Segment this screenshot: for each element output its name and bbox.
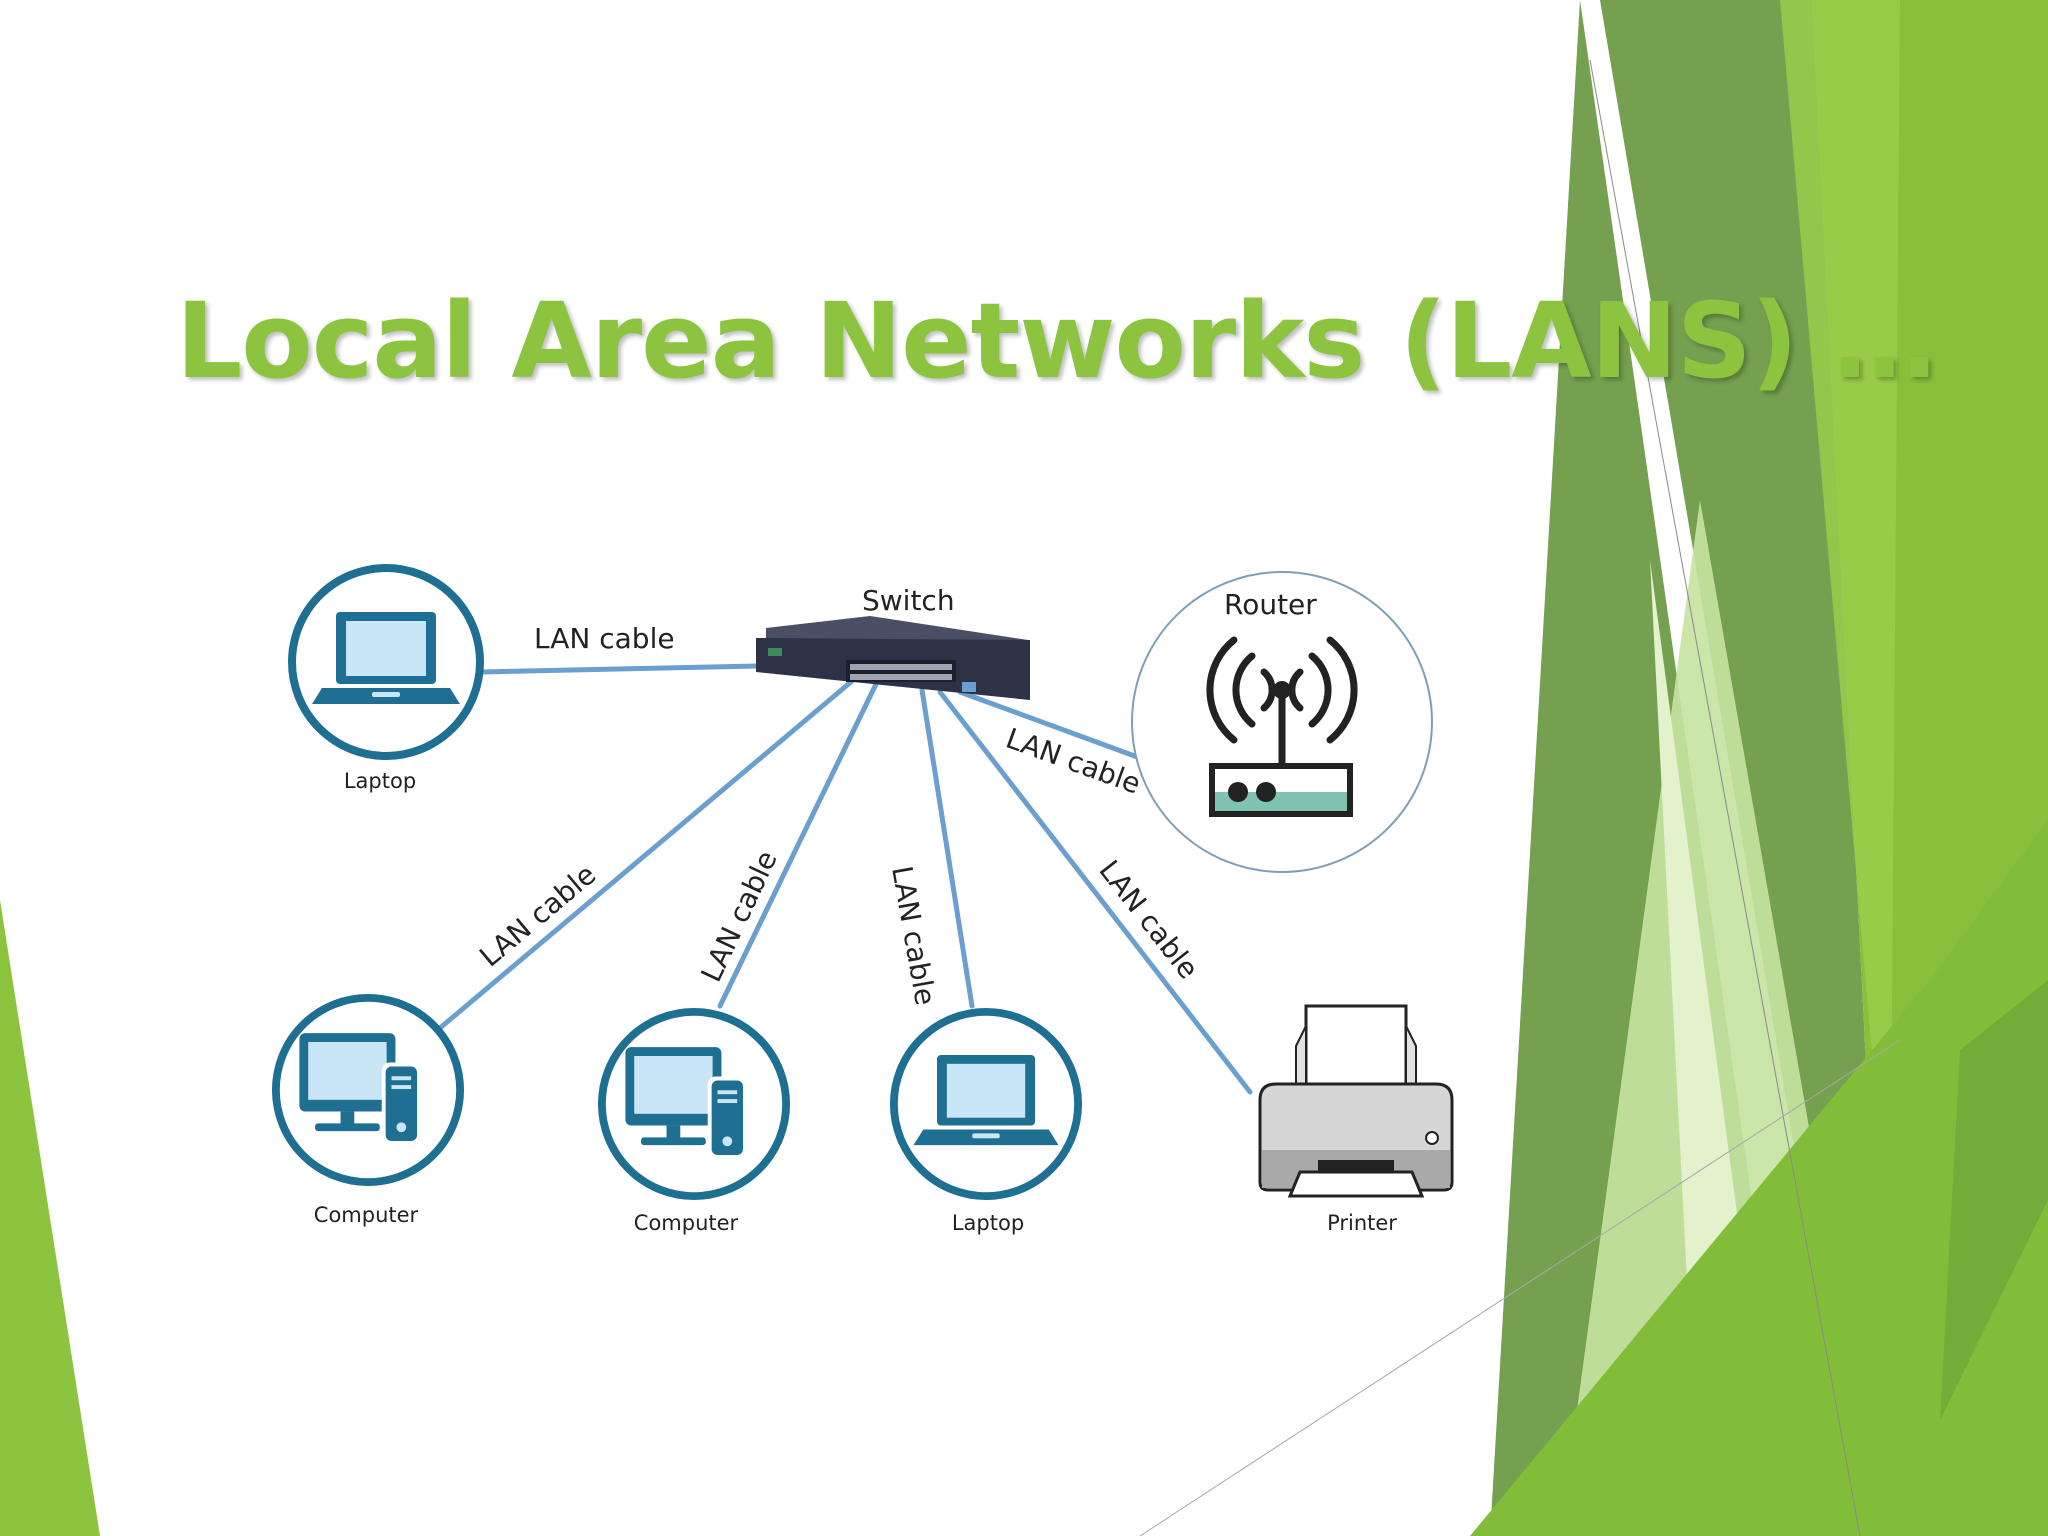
cable-laptop-2 — [919, 687, 975, 1009]
network-switch-icon — [756, 616, 1030, 700]
right-decoration — [1139, 0, 2048, 1536]
device-label-laptop-2: Laptop — [952, 1211, 1024, 1235]
cable-label-computer-1: LAN cable — [473, 858, 602, 974]
thin-line-2 — [1139, 1039, 1901, 1536]
switch-label: Switch — [862, 584, 955, 617]
thin-line-1 — [1589, 59, 1861, 1536]
mid-green-shard — [1470, 820, 2048, 1536]
green-band-3 — [1780, 0, 1900, 1260]
device-label-computer-2: Computer — [634, 1211, 739, 1235]
cable-label-laptop-2: LAN cable — [885, 863, 942, 1007]
desktop-computer-icon — [602, 1012, 786, 1196]
laptop-icon — [894, 1012, 1078, 1196]
device-label-printer: Printer — [1327, 1211, 1397, 1235]
device-label-computer-1: Computer — [314, 1203, 419, 1227]
cable-computer-2 — [717, 677, 881, 1009]
dark-green-shard — [1940, 980, 2048, 1420]
wireless-router-icon — [1131, 571, 1433, 873]
laptop-icon — [292, 568, 480, 756]
printer-icon — [1258, 1004, 1454, 1198]
desktop-computer-icon — [276, 998, 460, 1182]
cable-computer-1 — [437, 673, 861, 1031]
left-decoration — [0, 900, 100, 1536]
slide-title: Local Area Networks (LANS) … — [176, 280, 1936, 402]
cable-printer — [937, 689, 1253, 1095]
cable-label-laptop-1: LAN cable — [534, 622, 675, 655]
device-label-laptop-1: Laptop — [344, 769, 416, 793]
router-label: Router — [1224, 588, 1317, 621]
